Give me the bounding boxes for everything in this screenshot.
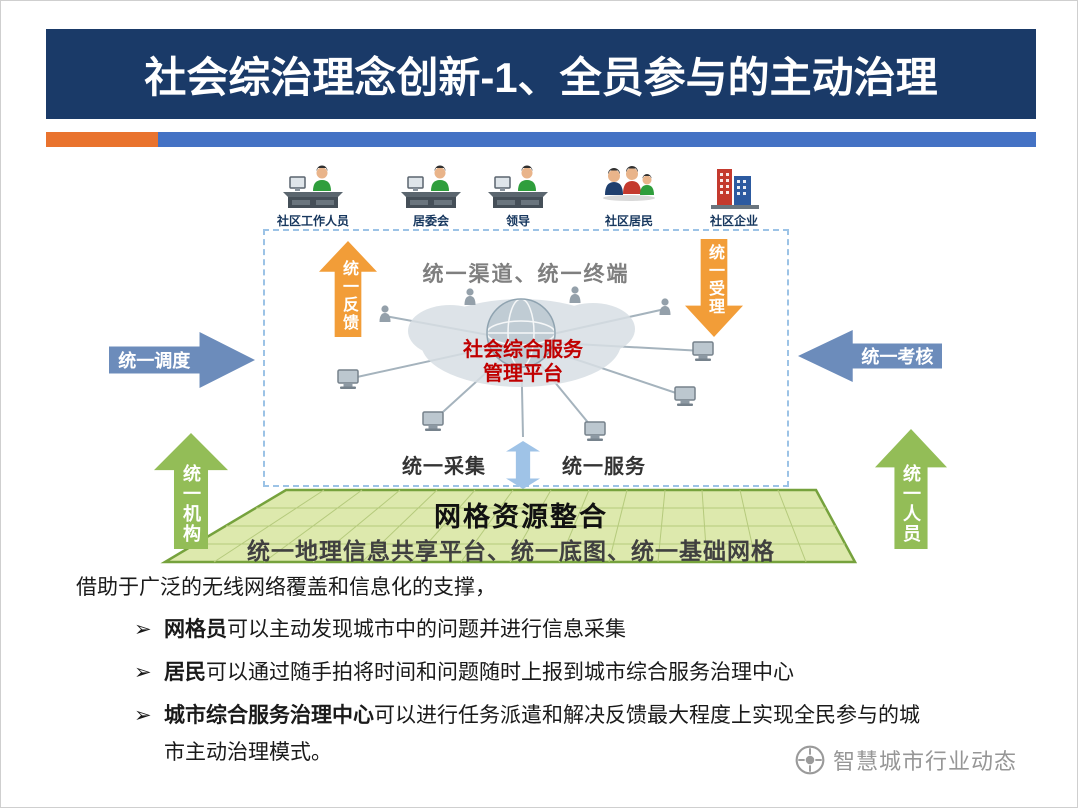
- assess-arrow: 统一考核: [798, 330, 942, 382]
- bullet-bold-text: 网格员: [164, 618, 227, 641]
- bullet-text: 可以主动发现城市中的问题并进行信息采集: [227, 618, 626, 641]
- platform-title-line2: 管理平台: [483, 363, 563, 385]
- intro-text: 借助于广泛的无线网络覆盖和信息化的支撑，: [76, 576, 496, 599]
- grid-plane-graphic: [160, 488, 858, 564]
- bullet-bold-text: 居民: [164, 661, 206, 684]
- dispatch-arrow: 统一调度: [109, 332, 255, 388]
- actor-enterprises: 社区企业: [679, 165, 789, 229]
- bullet-item: ➢ 网格员可以主动发现城市中的问题并进行信息采集: [134, 611, 626, 648]
- bullet-bold-text: 城市综合服务治理中心: [164, 704, 374, 727]
- collect-label: 统一采集: [402, 456, 486, 478]
- bullet-arrow-icon: ➢: [134, 618, 152, 641]
- bullet-arrow-icon: ➢: [134, 704, 152, 727]
- feedback-arrow-label: 统一反馈: [340, 260, 357, 332]
- actor-label: 领导: [505, 214, 530, 228]
- leader-desk-icon: [488, 165, 548, 208]
- accept-arrow-label: 统一受理: [706, 244, 723, 316]
- bullet-text: 可以通过随手拍将时间和问题随时上报到城市综合服务治理中心: [206, 661, 794, 684]
- slide-title: 社会综治理念创新-1、全员参与的主动治理: [144, 53, 938, 101]
- actor-label: 社区居民: [604, 214, 653, 228]
- personnel-arrow-label: 统一人员: [901, 464, 921, 544]
- watermark: 智慧城市行业动态: [794, 744, 1017, 776]
- accent-bar-blue: [158, 132, 1036, 147]
- enterprise-building-icon: [711, 169, 759, 209]
- personnel-arrow: 统一人员: [875, 429, 947, 549]
- bullet-text: 可以进行任务派遣和解决反馈最大程度上实现全民参与的城市主动治理模式。: [164, 704, 920, 764]
- actor-leaders: 领导: [463, 165, 573, 229]
- platform-title-line1: 社会综合服务: [463, 339, 583, 361]
- bullet-arrow-icon: ➢: [134, 661, 152, 684]
- watermark-text: 智慧城市行业动态: [833, 749, 1018, 774]
- network-hub-graphic: [337, 286, 714, 442]
- worker-desk-icon: [283, 165, 343, 208]
- actor-community-workers: 社区工作人员: [258, 165, 368, 229]
- service-label: 统一服务: [562, 456, 646, 478]
- bullet-item: ➢ 城市综合服务治理中心可以进行任务派遣和解决反馈最大程度上实现全民参与的城市主动…: [134, 697, 934, 771]
- grid-integration-subtitle: 统一地理信息共享平台、统一底图、统一基础网格: [247, 538, 775, 564]
- assess-arrow-label: 统一考核: [861, 347, 934, 367]
- platform-title: 社会综合服务 管理平台: [431, 338, 615, 386]
- dispatch-arrow-label: 统一调度: [118, 351, 191, 371]
- committee-desk-icon: [401, 165, 461, 208]
- watermark-logo-icon: [795, 745, 825, 775]
- channel-terminal-label: 统一渠道、统一终端: [422, 263, 630, 286]
- organization-arrow-label: 统一机构: [181, 464, 201, 544]
- residents-group-icon: [603, 166, 655, 201]
- grid-integration-title: 网格资源整合: [434, 502, 608, 532]
- actor-label: 社区企业: [709, 214, 758, 228]
- accent-bar-orange: [46, 132, 158, 147]
- actor-residents: 社区居民: [574, 165, 684, 229]
- actor-committee: 居委会: [376, 165, 486, 229]
- actor-label: 社区工作人员: [276, 214, 349, 228]
- title-bar: 社会综治理念创新-1、全员参与的主动治理: [46, 29, 1036, 119]
- bullet-item: ➢ 居民可以通过随手拍将时间和问题随时上报到城市综合服务治理中心: [134, 654, 794, 691]
- actor-label: 居委会: [412, 214, 449, 228]
